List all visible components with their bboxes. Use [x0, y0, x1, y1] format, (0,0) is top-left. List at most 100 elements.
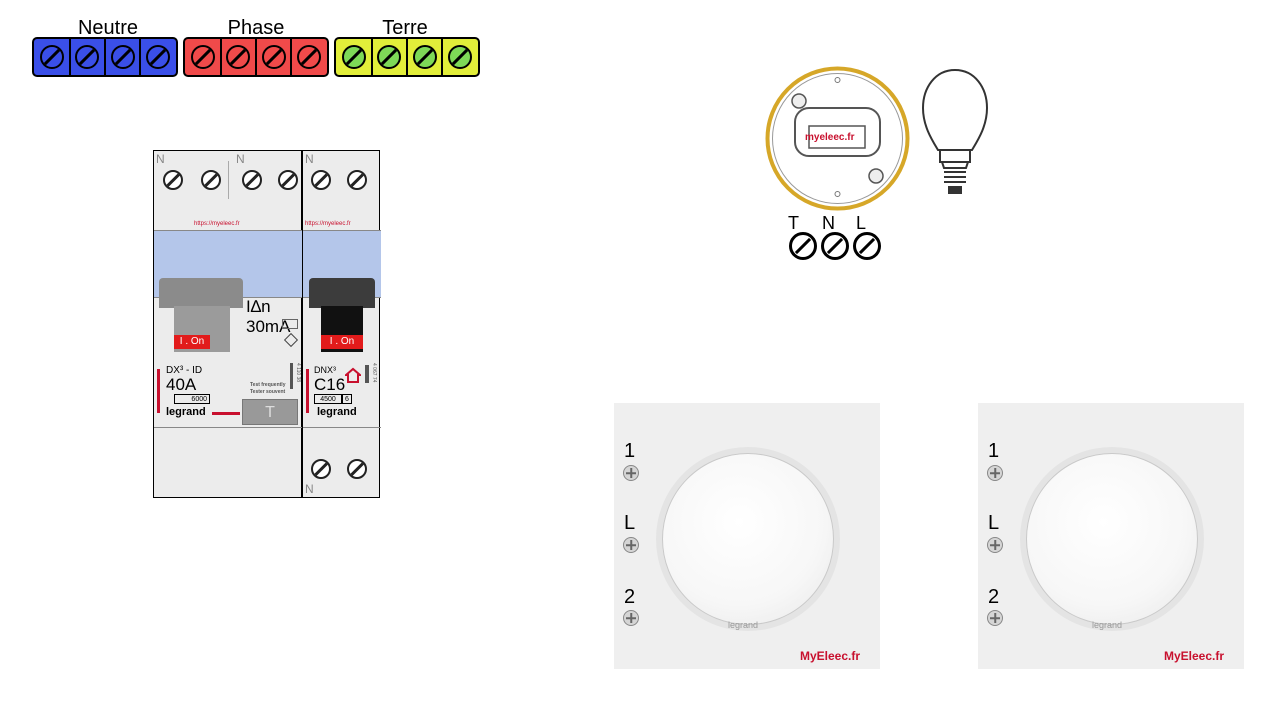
terminal-screw-icon[interactable] [447, 45, 472, 69]
model-label: DNX³ [314, 365, 336, 375]
terminal-screw-icon[interactable] [623, 537, 639, 553]
terminal-screw-icon[interactable] [853, 232, 881, 260]
terminal-screw-icon[interactable] [278, 170, 298, 190]
terminal-screw-icon[interactable] [347, 170, 367, 190]
terminal-screw-icon[interactable] [987, 465, 1003, 481]
house-icon-svg [343, 367, 363, 383]
neutral-terminal-bar[interactable] [32, 37, 178, 77]
terminal-screw-icon[interactable] [163, 170, 183, 190]
switch-terminal-label: 1 [624, 440, 636, 462]
two-way-switch-1[interactable]: 1 L 2 legrand MyEleec.fr [614, 403, 880, 669]
class-label: 6 [342, 394, 352, 404]
switch-terminal-label: L [988, 512, 1000, 534]
lever-handle[interactable] [159, 278, 243, 308]
ref-label: 4 067 74 [371, 363, 377, 383]
model-label: DX³ - ID [166, 365, 203, 376]
red-line [212, 412, 240, 415]
rcd-module[interactable]: N N https://myeleec.fr I . On I∆n 30mA D… [153, 150, 303, 498]
neutral-mark: N [236, 152, 245, 166]
light-terminal-label-t: T [788, 213, 799, 233]
divider [154, 427, 303, 428]
terminal-screw-icon[interactable] [75, 45, 100, 69]
divider [254, 39, 257, 75]
test-note: Tester souvent [250, 389, 286, 395]
capacity-label: 6000 [174, 394, 210, 404]
indicator-strip [290, 363, 293, 389]
light-bulb-svg [921, 68, 989, 194]
red-bracket [157, 369, 160, 413]
test-button[interactable]: T [242, 399, 298, 425]
breaker-assembly: N N https://myeleec.fr I . On I∆n 30mA D… [153, 150, 381, 498]
rating-label: C16 [314, 375, 346, 394]
divider [441, 39, 444, 75]
divider [103, 39, 106, 75]
light-base-svg [765, 66, 910, 211]
phase-terminal-bar[interactable] [183, 37, 329, 77]
on-indicator: I . On [174, 335, 210, 349]
terminal-screw-icon[interactable] [987, 537, 1003, 553]
switch-brand: legrand [728, 620, 759, 630]
red-bracket [306, 369, 309, 413]
neutral-mark: N [156, 152, 165, 166]
switch-brand: legrand [1092, 620, 1123, 630]
rating-label: 40A [166, 375, 197, 394]
switch-terminal-label: 1 [988, 440, 1000, 462]
divider [370, 39, 373, 75]
capacity-label: 4500 [314, 394, 342, 404]
watermark-logo: MyEleec.fr [1164, 649, 1225, 663]
divider [290, 39, 293, 75]
terminal-screw-icon[interactable] [311, 170, 331, 190]
ceiling-light-fixture[interactable]: myeleec.fr [765, 66, 910, 211]
terminal-screw-icon[interactable] [296, 45, 321, 69]
terminal-screw-icon[interactable] [311, 459, 331, 479]
light-logo: myeleec.fr [805, 132, 855, 143]
terminal-screw-icon[interactable] [821, 232, 849, 260]
divider [228, 161, 229, 199]
watermark-logo: MyEleec.fr [800, 649, 861, 663]
switch-terminal-label: 2 [988, 586, 1000, 608]
mcb-module[interactable]: N https://myeleec.fr I . On DNX³ C16 4 0… [302, 150, 381, 498]
neutre-label: Neutre [77, 17, 139, 39]
divider [219, 39, 222, 75]
waveform-icon [282, 319, 298, 329]
switch-terminal-label: L [624, 512, 636, 534]
ref-label: 4 110 38 [295, 363, 301, 383]
two-way-switch-2[interactable]: 1 L 2 legrand MyEleec.fr [978, 403, 1244, 669]
earth-terminal-bar[interactable] [334, 37, 480, 77]
switch-rocker-button[interactable] [662, 453, 834, 625]
indicator-strip [365, 365, 369, 383]
phase-label: Phase [227, 17, 285, 39]
terminal-screw-icon[interactable] [987, 610, 1003, 626]
switch-rocker-button[interactable] [1026, 453, 1198, 625]
lever-handle[interactable] [309, 278, 375, 308]
terminal-screw-icon[interactable] [110, 45, 135, 69]
house-icon [343, 367, 363, 383]
terre-label: Terre [382, 17, 428, 39]
light-bulb-icon [920, 68, 990, 196]
terminal-screw-icon[interactable] [623, 610, 639, 626]
neutral-mark: N [305, 152, 314, 166]
terminal-screw-icon[interactable] [377, 45, 402, 69]
terminal-screw-icon[interactable] [261, 45, 286, 69]
divider [405, 39, 408, 75]
terminal-screw-icon[interactable] [242, 170, 262, 190]
divider [303, 427, 381, 428]
terminal-screw-icon[interactable] [191, 45, 216, 69]
terminal-screw-icon[interactable] [201, 170, 221, 190]
terminal-screw-icon[interactable] [412, 45, 437, 69]
brand-label: legrand [166, 406, 206, 418]
light-terminal-label-n: N [822, 213, 835, 233]
terminal-screw-icon[interactable] [342, 45, 367, 69]
terminal-screw-icon[interactable] [623, 465, 639, 481]
url-label: https://myeleec.fr [194, 221, 240, 227]
terminal-screw-icon[interactable] [789, 232, 817, 260]
divider [68, 39, 71, 75]
switch-terminal-label: 2 [624, 586, 636, 608]
terminal-screw-icon[interactable] [347, 459, 367, 479]
terminal-screw-icon[interactable] [145, 45, 170, 69]
terminal-screw-icon[interactable] [226, 45, 251, 69]
terminal-screw-icon[interactable] [40, 45, 65, 69]
light-terminal-block [789, 232, 889, 262]
light-terminal-label-l: L [856, 213, 867, 233]
on-indicator: I . On [321, 335, 363, 349]
